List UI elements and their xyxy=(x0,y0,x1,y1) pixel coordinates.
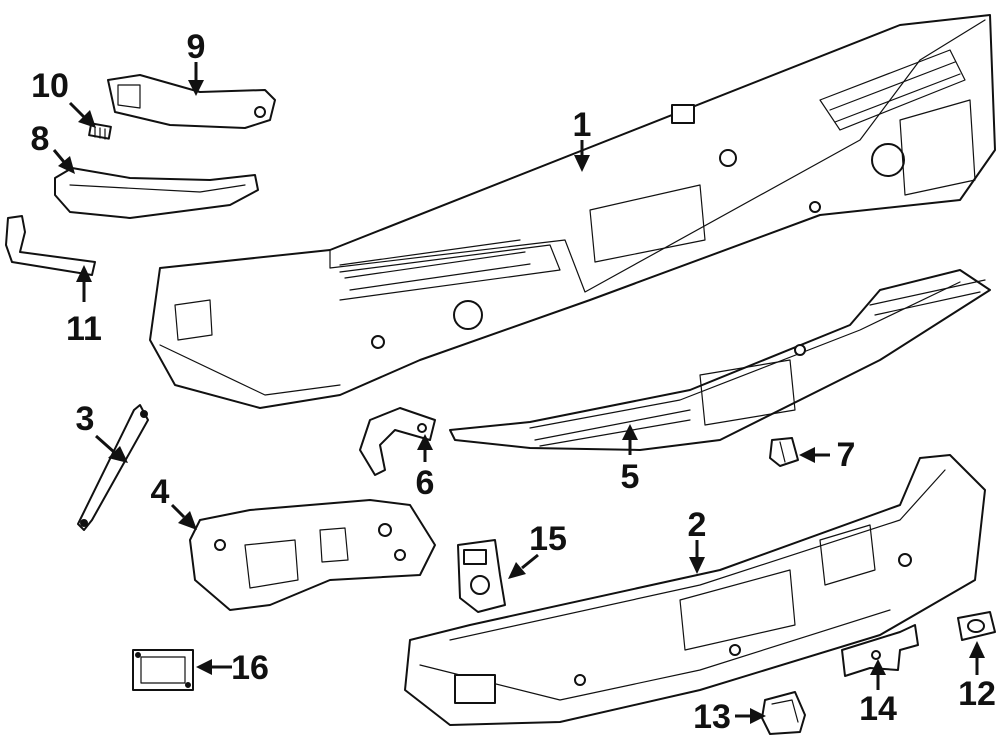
part-6-bracket[interactable] xyxy=(359,407,436,476)
callout-3[interactable]: 3 xyxy=(76,400,95,438)
callout-5[interactable]: 5 xyxy=(621,458,640,496)
part-13-cover-cap[interactable] xyxy=(761,691,806,735)
callout-11[interactable]: 11 xyxy=(66,310,102,348)
callout-7[interactable]: 7 xyxy=(837,436,856,474)
part-12-reflector[interactable] xyxy=(957,611,996,641)
callout-16[interactable]: 16 xyxy=(231,649,269,687)
part-15-sensor-module[interactable] xyxy=(457,539,506,613)
part-9-upper-trim[interactable] xyxy=(107,74,276,129)
callout-4[interactable]: 4 xyxy=(151,473,170,511)
callout-10[interactable]: 10 xyxy=(31,67,69,105)
callout-9[interactable]: 9 xyxy=(187,28,206,66)
callout-14[interactable]: 14 xyxy=(859,690,897,728)
part-11-side-molding[interactable] xyxy=(5,215,96,276)
callout-12[interactable]: 12 xyxy=(958,675,996,713)
part-14-sensor-bracket[interactable] xyxy=(841,624,919,677)
part-16-control-module[interactable] xyxy=(132,649,194,691)
part-8-corner-trim[interactable] xyxy=(54,167,259,219)
callout-15[interactable]: 15 xyxy=(529,520,567,558)
part-2-bumper-face-bar[interactable] xyxy=(404,454,986,726)
part-5-step-pad[interactable] xyxy=(449,269,991,451)
callout-6[interactable]: 6 xyxy=(416,464,435,502)
callout-13[interactable]: 13 xyxy=(693,698,731,735)
callout-8[interactable]: 8 xyxy=(31,120,50,158)
part-1-bumper-assembly[interactable] xyxy=(149,14,996,409)
callout-1[interactable]: 1 xyxy=(573,106,592,144)
part-7-plug[interactable] xyxy=(769,437,799,467)
callout-2[interactable]: 2 xyxy=(688,506,707,544)
callout-arrows xyxy=(52,62,985,724)
callout-numbers: 1 2 3 4 5 6 7 8 9 10 11 12 13 14 15 16 xyxy=(31,28,996,735)
part-3-brace-strap[interactable] xyxy=(77,404,149,531)
part-4-mounting-bracket[interactable] xyxy=(189,499,436,611)
